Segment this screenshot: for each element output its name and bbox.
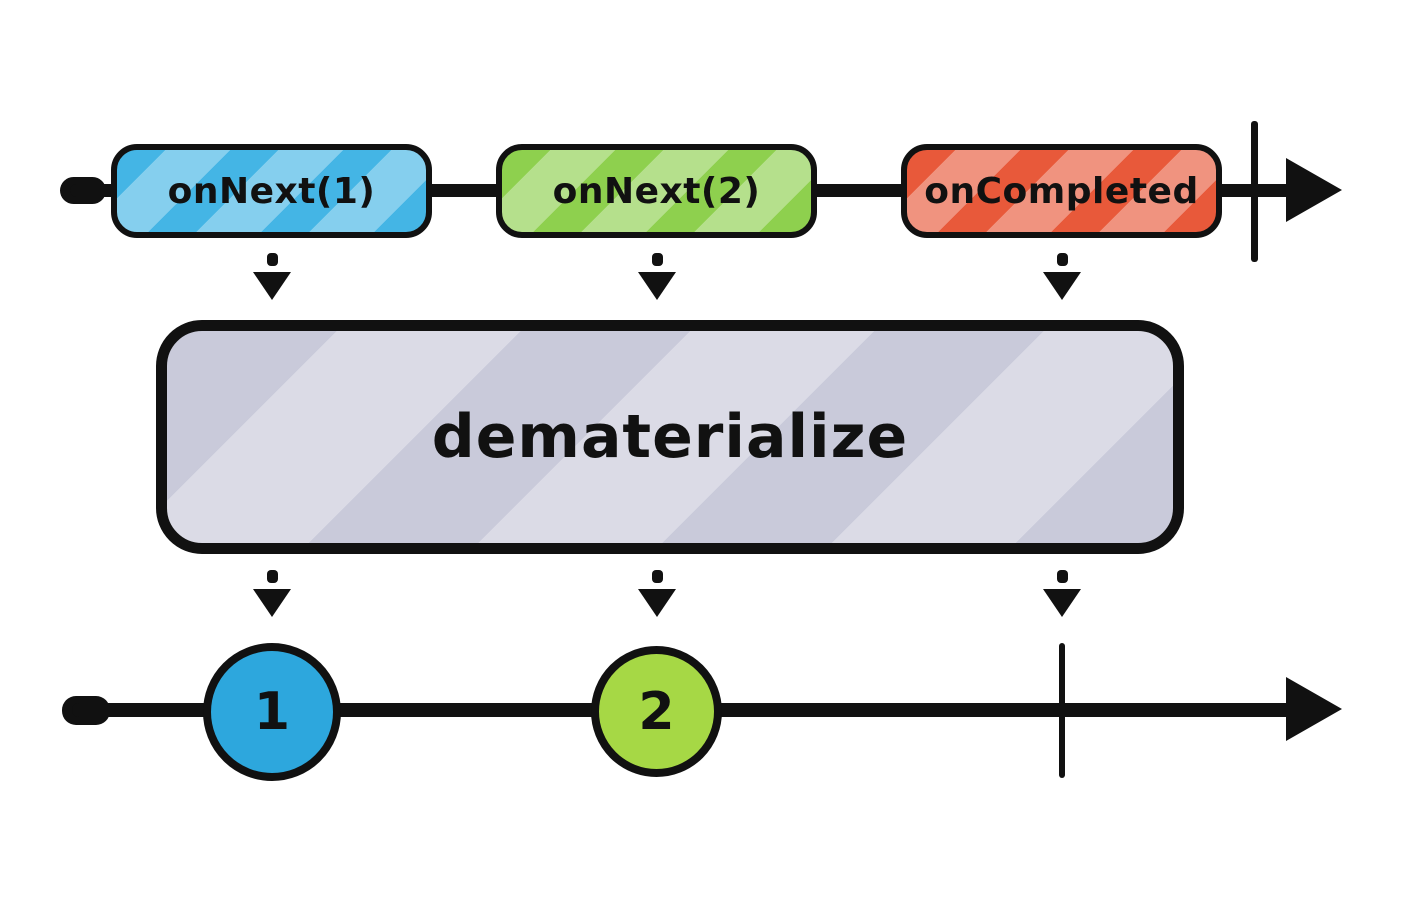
operator-label: dematerialize <box>431 402 909 472</box>
down-arrow-icon <box>252 570 292 617</box>
arrow-head <box>638 272 676 300</box>
down-arrow-icon <box>1042 570 1082 617</box>
event-label: onCompleted <box>924 170 1199 212</box>
arrow-dot <box>651 570 663 583</box>
source-timeline-arrowhead-icon <box>1286 158 1342 222</box>
down-arrow-icon <box>1042 253 1082 300</box>
source-complete-tick <box>1251 121 1258 262</box>
event-label: onNext(2) <box>552 170 761 212</box>
marble-label: 2 <box>638 681 675 742</box>
arrow-head <box>1043 589 1081 617</box>
arrow-head <box>638 589 676 617</box>
arrow-dot <box>651 253 663 266</box>
arrow-dot <box>266 253 278 266</box>
event-label: onNext(1) <box>167 170 376 212</box>
event-box-onnext-2: onNext(2) <box>496 144 817 238</box>
event-box-onnext-1: onNext(1) <box>111 144 432 238</box>
arrow-head <box>253 589 291 617</box>
down-arrow-icon <box>252 253 292 300</box>
event-box-oncompleted: onCompleted <box>901 144 1222 238</box>
down-arrow-icon <box>637 253 677 300</box>
marble-label: 1 <box>253 682 291 742</box>
arrow-dot <box>266 570 278 583</box>
output-timeline-arrowhead-icon <box>1286 677 1342 741</box>
down-arrow-icon <box>637 570 677 617</box>
arrow-dot <box>1056 570 1068 583</box>
operator-box: dematerialize <box>156 320 1184 554</box>
arrow-dot <box>1056 253 1068 266</box>
output-complete-tick <box>1059 643 1065 778</box>
arrow-head <box>253 272 291 300</box>
arrow-head <box>1043 272 1081 300</box>
output-marble-2: 2 <box>591 646 722 777</box>
output-marble-1: 1 <box>203 643 341 781</box>
